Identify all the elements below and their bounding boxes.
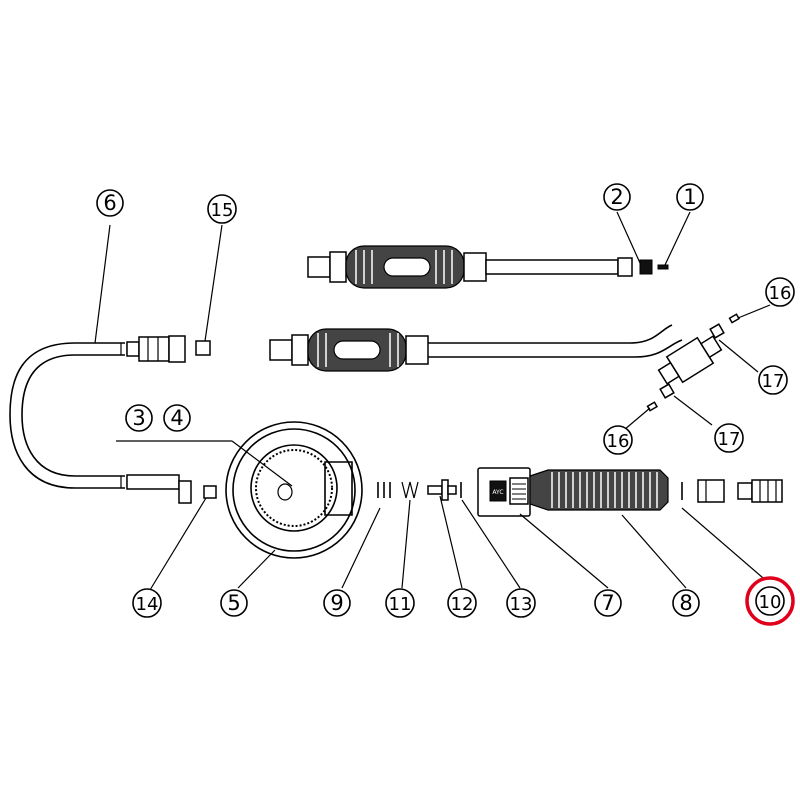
callout-8: 8 <box>672 589 700 617</box>
gauge-parts-3-4-5 <box>116 421 363 559</box>
callout-15: 15 <box>207 194 237 224</box>
callout-11-label: 11 <box>389 594 412 615</box>
callout-10-label: 10 <box>759 592 782 613</box>
top-chuck-assembly <box>307 245 669 289</box>
spring-part-8 <box>529 469 669 511</box>
callout-numbers: 1 2 3 4 5 6 7 8 <box>96 183 795 626</box>
callout-12-label: 12 <box>451 594 474 615</box>
callout-2-label: 2 <box>610 185 623 209</box>
callout-14-label: 14 <box>136 594 159 615</box>
callout-6-label: 6 <box>103 191 116 215</box>
part-15-ferrule <box>195 340 211 356</box>
callout-14: 14 <box>132 588 162 618</box>
callout-4-label: 4 <box>170 406 183 430</box>
callout-10: 10 <box>745 576 795 626</box>
tag-brand-text: AYC <box>492 489 503 496</box>
dual-chuck-assembly <box>269 313 740 412</box>
callout-16-lower: 16 <box>603 425 633 455</box>
callout-17-lower-label: 17 <box>718 429 741 450</box>
callout-13-label: 13 <box>510 594 533 615</box>
callout-11: 11 <box>385 588 415 618</box>
callout-1-label: 1 <box>683 185 696 209</box>
hose-part-6 <box>9 335 192 504</box>
callout-16-upper-label: 16 <box>769 283 792 304</box>
callout-17-upper: 17 <box>758 365 788 395</box>
callout-6: 6 <box>96 189 124 217</box>
callout-7-label: 7 <box>601 591 614 615</box>
leader-lines <box>94 211 771 591</box>
callout-9-label: 9 <box>330 591 343 615</box>
callout-3: 3 <box>125 404 153 432</box>
callout-16-upper: 16 <box>765 277 795 307</box>
callout-5: 5 <box>220 589 248 617</box>
callout-9: 9 <box>323 589 351 617</box>
part-14-ferrule <box>203 485 217 499</box>
callout-8-label: 8 <box>679 591 692 615</box>
end-couplers <box>681 479 783 503</box>
callout-17-lower: 17 <box>714 423 744 453</box>
callout-3-label: 3 <box>132 406 145 430</box>
inline-small-parts <box>377 479 462 501</box>
callout-4: 4 <box>163 404 191 432</box>
callout-7: 7 <box>594 589 622 617</box>
callout-15-label: 15 <box>211 200 234 221</box>
callout-17-upper-label: 17 <box>762 371 785 392</box>
tag-part-7: AYC <box>477 467 531 517</box>
callout-13: 13 <box>506 588 536 618</box>
callout-1: 1 <box>676 183 704 211</box>
callout-2: 2 <box>603 183 631 211</box>
callout-12: 12 <box>447 588 477 618</box>
callout-5-label: 5 <box>227 591 240 615</box>
callout-16-lower-label: 16 <box>607 431 630 452</box>
